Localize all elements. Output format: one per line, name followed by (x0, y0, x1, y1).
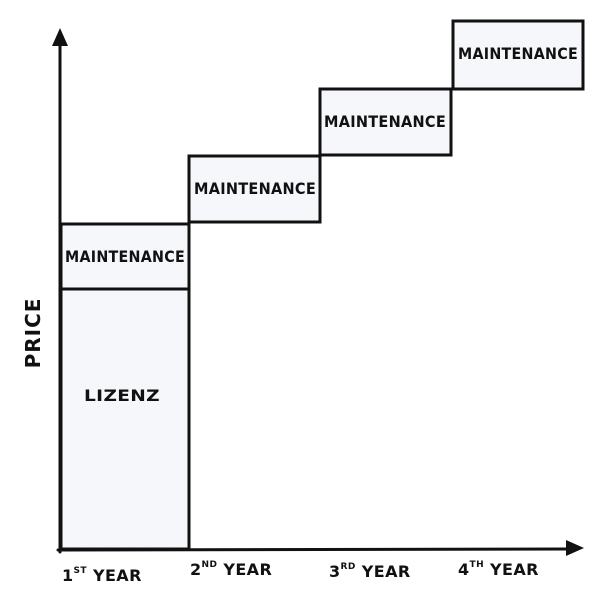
x-tick-year3: 3RD YEAR (329, 562, 411, 581)
y-axis-arrowhead (52, 28, 68, 46)
maintenance-block-year4 (451, 19, 585, 91)
x-tick-year3-number: 3 (329, 562, 341, 581)
x-tick-year1-number: 1 (62, 566, 74, 585)
x-tick-year2-word: YEAR (222, 560, 272, 579)
maintenance-block-year2 (187, 154, 322, 224)
x-tick-year2: 2ND YEAR (190, 560, 272, 579)
x-tick-year1: 1ST YEAR (62, 566, 142, 585)
x-tick-year4: 4TH YEAR (458, 560, 539, 579)
maintenance-block-year3 (318, 87, 453, 157)
x-axis-arrowhead (566, 540, 584, 556)
maintenance-label-year4: MAINTENANCE (458, 44, 578, 63)
x-tick-year4-number: 4 (458, 560, 470, 579)
x-tick-year3-word: YEAR (361, 562, 411, 581)
maintenance-label-year3: MAINTENANCE (324, 112, 446, 131)
x-tick-year4-word: YEAR (489, 560, 539, 579)
maintenance-label-year1: MAINTENANCE (65, 247, 185, 266)
x-tick-year1-word: YEAR (92, 566, 142, 585)
x-tick-year2-suffix: ND (202, 560, 218, 570)
license-label: LIZENZ (84, 386, 160, 405)
y-axis-title: PRICE (21, 298, 45, 369)
license-block (59, 287, 191, 551)
maintenance-label-year2: MAINTENANCE (194, 179, 316, 198)
x-tick-year1-suffix: ST (74, 566, 88, 576)
x-tick-year4-suffix: TH (470, 560, 484, 570)
x-tick-year2-number: 2 (190, 560, 202, 579)
x-tick-year3-suffix: RD (341, 562, 356, 572)
